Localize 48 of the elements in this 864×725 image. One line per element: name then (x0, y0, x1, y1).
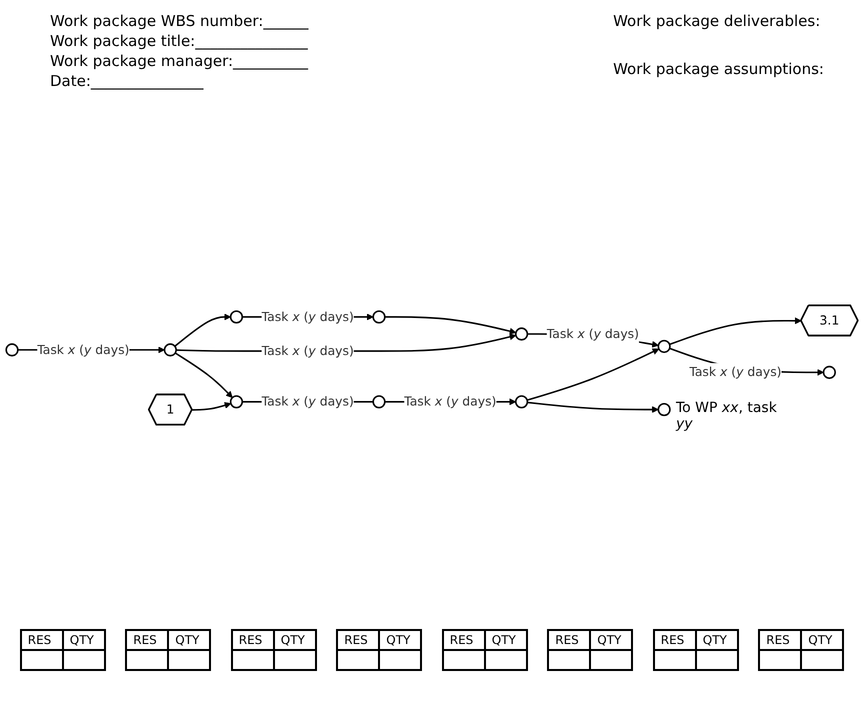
column-header: RES (337, 630, 380, 650)
form-field-label: Work package manager:__________ (50, 52, 308, 70)
node-circle (5, 343, 19, 356)
column-header: QTY (590, 630, 632, 650)
column-header: RES (654, 630, 696, 650)
arrow (526, 348, 660, 401)
node-circle (372, 395, 386, 408)
section-heading: Work package assumptions: (613, 60, 824, 78)
column-header: RES (232, 630, 274, 650)
column-header: RES (20, 630, 63, 650)
edge-label: Task x (y days) (262, 343, 354, 358)
column-header: QTY (274, 630, 316, 650)
column-header: QTY (379, 630, 422, 650)
column-header: QTY (168, 630, 210, 650)
arrow (174, 314, 231, 347)
column-header: RES (548, 630, 590, 650)
column-header: QTY (696, 630, 738, 650)
node-circle (230, 310, 244, 324)
arrow (669, 317, 802, 346)
node-circle (658, 340, 671, 353)
arrow (174, 352, 233, 398)
node-circle (514, 327, 528, 341)
column-header: QTY (62, 630, 105, 650)
column-header: RES (442, 630, 485, 650)
edge-label: Task x (y days) (37, 342, 130, 357)
column-header: QTY (484, 630, 527, 650)
arrow (527, 402, 659, 413)
form-field-label: Work package title:_______________ (50, 32, 308, 50)
node-circle (372, 310, 386, 324)
node-circle (230, 395, 244, 408)
column-header: QTY (801, 630, 844, 650)
form-field-label: Work package WBS number:______ (50, 12, 308, 30)
node-circle (822, 366, 836, 379)
arrow (192, 402, 232, 411)
arrow (384, 316, 516, 335)
section-heading: Work package deliverables: (613, 12, 822, 30)
column-header: RES (126, 630, 168, 650)
edge-label: Task x (y days) (262, 309, 354, 324)
edge-label: Task x (y days) (546, 326, 639, 341)
edge-label: Task x (y days) (404, 394, 496, 409)
edge-label: Task x (y days) (262, 394, 354, 409)
form-field-label: Date:_______________ (50, 72, 204, 90)
node-circle (658, 402, 671, 416)
node-circle (514, 395, 528, 408)
edge-label: Task x (y days) (689, 364, 782, 380)
node-circle (164, 343, 177, 356)
column-header: RES (759, 630, 802, 650)
node-caption: To WP xx, task yy (676, 400, 778, 432)
